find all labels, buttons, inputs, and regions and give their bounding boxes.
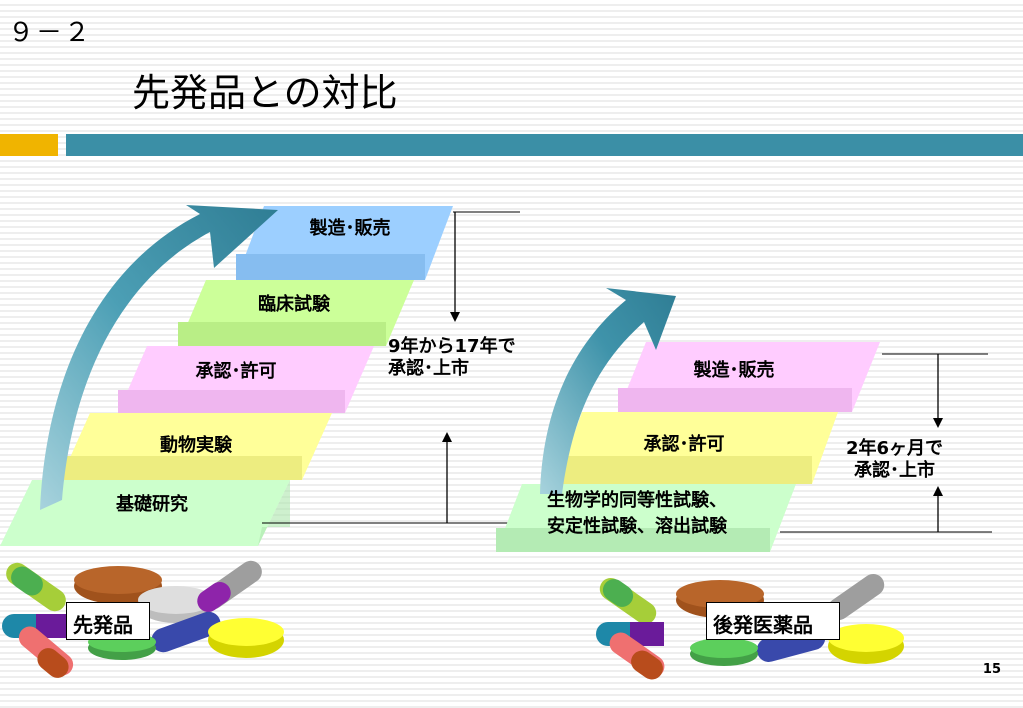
slide-number: ９－２ xyxy=(8,18,93,48)
left-step-label-manufacture: 製造･販売 xyxy=(309,218,391,239)
right-step-label-approval: 承認･許可 xyxy=(643,434,725,455)
left-curved-arrow xyxy=(40,205,278,510)
left-duration-note: 9年から17年で 承認･上市 xyxy=(388,336,516,380)
left-step-label-approval: 承認･許可 xyxy=(195,361,277,382)
right-step-label-bioequivalence-line1: 生物学的同等性試験、 xyxy=(547,490,727,511)
right-product-label: 後発医薬品 xyxy=(706,602,840,640)
right-step-approval xyxy=(556,412,838,484)
left-step-label-clinical: 臨床試験 xyxy=(258,294,330,315)
right-step-label-manufacture: 製造･販売 xyxy=(693,360,775,381)
left-step-approval xyxy=(118,346,374,413)
left-step-animal-test xyxy=(60,413,332,480)
page-number: 15 xyxy=(982,662,1001,677)
left-step-label-basic-research: 基礎研究 xyxy=(116,494,188,515)
right-step-bioequivalence xyxy=(496,484,796,552)
left-step-label-animal-test: 動物実験 xyxy=(160,435,232,456)
right-duration-line2: 承認･上市 xyxy=(854,460,936,481)
right-step-manufacture xyxy=(618,342,880,412)
right-duration-line1: 2年6ヶ月で xyxy=(846,438,944,459)
left-duration-line1: 9年から17年で xyxy=(388,336,516,357)
left-pills-illustration xyxy=(2,560,284,678)
left-product-label: 先発品 xyxy=(66,602,150,640)
accent-bar-orange xyxy=(0,134,58,156)
right-step-label-bioequivalence-line2: 安定性試験、溶出試験 xyxy=(547,516,727,537)
left-step-manufacture xyxy=(236,206,453,280)
left-step-basic-research xyxy=(0,480,290,546)
right-step-label-bioequivalence: 生物学的同等性試験、 安定性試験、溶出試験 xyxy=(512,488,762,540)
left-duration-line2: 承認･上市 xyxy=(388,358,469,379)
accent-bar-teal xyxy=(66,134,1023,156)
right-pills-illustration xyxy=(596,573,904,680)
right-duration-note: 2年6ヶ月で 承認･上市 xyxy=(846,438,943,482)
right-curved-arrow xyxy=(540,288,676,494)
slide-title: 先発品との対比 xyxy=(132,71,398,115)
left-step-clinical xyxy=(178,280,414,346)
